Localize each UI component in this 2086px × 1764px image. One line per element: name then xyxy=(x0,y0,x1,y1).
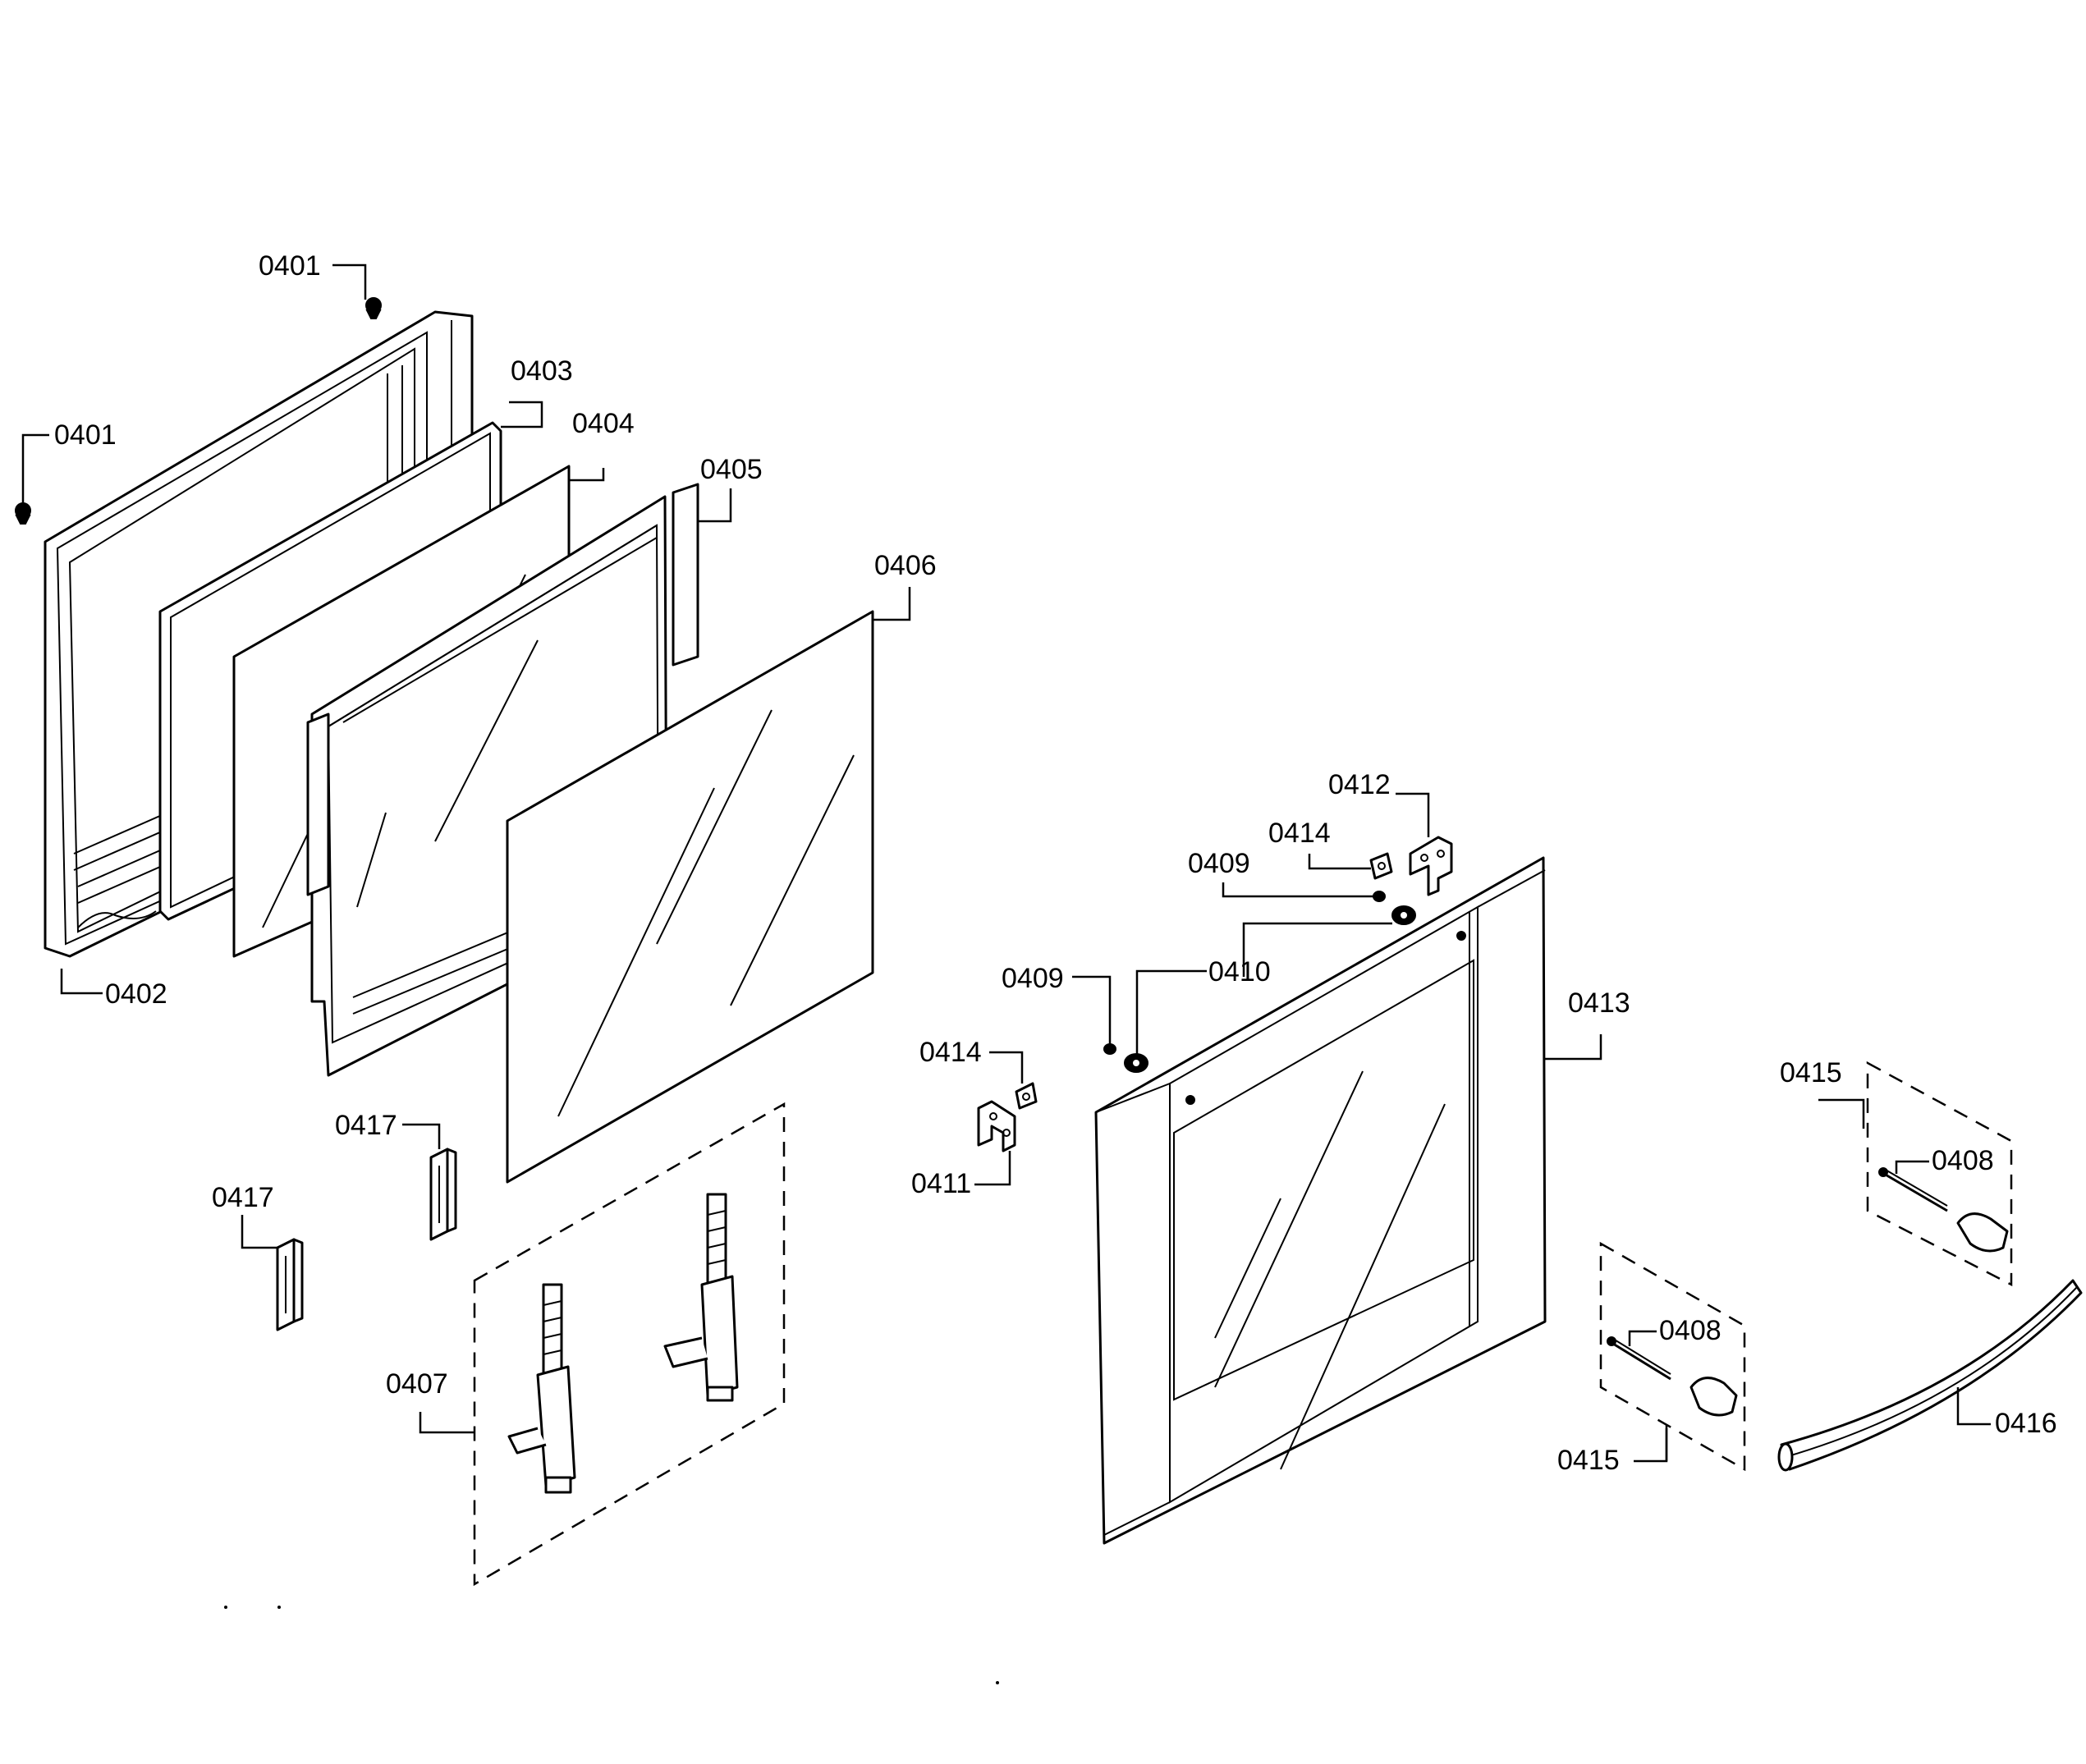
callout-0404: 0404 xyxy=(572,408,635,439)
callout-0415-lower: 0415 xyxy=(1557,1445,1620,1476)
callout-0402: 0402 xyxy=(105,978,167,1010)
callout-0417-upper: 0417 xyxy=(335,1110,397,1141)
hinge-bracket-lower xyxy=(977,1100,1016,1152)
callout-0417-lower: 0417 xyxy=(212,1182,274,1213)
callout-0414-upper: 0414 xyxy=(1268,818,1331,849)
screw-left xyxy=(15,502,31,525)
callout-0409-lower: 0409 xyxy=(1002,963,1064,994)
nut-upper xyxy=(1373,891,1386,902)
callout-0413: 0413 xyxy=(1568,987,1630,1019)
bracket-small-lower xyxy=(276,1238,304,1331)
handle-cap-set-lower xyxy=(1599,1241,1746,1472)
screw-top xyxy=(365,297,382,319)
callout-0416: 0416 xyxy=(1995,1408,2057,1439)
hinge-left xyxy=(507,1283,576,1494)
outer-door-panel xyxy=(1094,856,1547,1545)
bracket-small-upper xyxy=(429,1148,457,1241)
outer-glass-panel xyxy=(506,610,874,1184)
washer-lower xyxy=(1124,1053,1148,1073)
handle-cap-set-upper xyxy=(1866,1061,2013,1287)
callout-0403: 0403 xyxy=(511,355,573,387)
door-handle-bar xyxy=(1777,1279,2083,1472)
callout-0408-lower: 0408 xyxy=(1659,1315,1722,1346)
callout-0414-lower: 0414 xyxy=(919,1037,982,1068)
hinge-set-outline xyxy=(473,1102,786,1587)
callout-0412: 0412 xyxy=(1328,769,1391,800)
callout-0401-left: 0401 xyxy=(54,419,117,451)
hinge-bracket-upper xyxy=(1409,836,1453,896)
callout-0411: 0411 xyxy=(911,1168,971,1199)
callout-0401-top: 0401 xyxy=(259,250,321,282)
callout-0409-upper: 0409 xyxy=(1188,848,1250,879)
callout-0410: 0410 xyxy=(1208,956,1271,987)
callout-0407: 0407 xyxy=(386,1368,448,1400)
hinge-right xyxy=(663,1193,739,1402)
callout-0415-upper: 0415 xyxy=(1780,1057,1842,1088)
nut-lower xyxy=(1103,1043,1116,1055)
scan-specks xyxy=(224,1606,999,1684)
clip-upper xyxy=(1369,852,1393,880)
callout-0406: 0406 xyxy=(874,550,937,581)
callout-0405: 0405 xyxy=(700,454,763,485)
callout-labels: 0401 0401 0402 0403 0404 0405 0406 0407 … xyxy=(54,250,2057,1476)
washer-upper xyxy=(1391,905,1416,925)
callout-leaders xyxy=(21,263,1991,1463)
clip-lower xyxy=(1015,1082,1038,1110)
callout-0408-upper: 0408 xyxy=(1932,1145,1994,1176)
